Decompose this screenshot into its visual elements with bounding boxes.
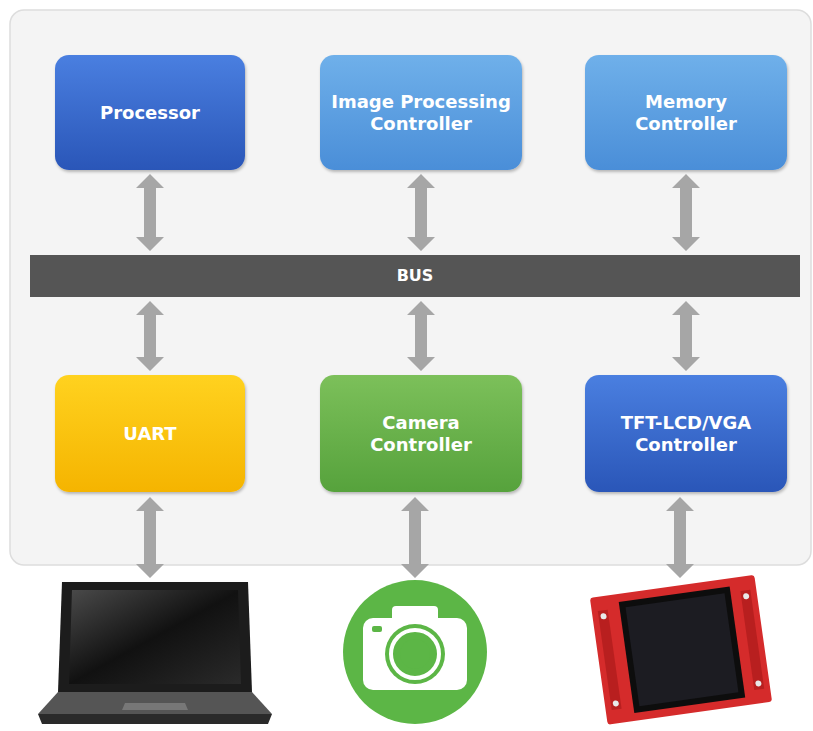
bus-connector — [672, 174, 700, 251]
box-label: Image Processing Controller — [320, 91, 522, 134]
bus-label: BUS — [387, 266, 444, 285]
controller-box: TFT-LCD/VGA Controller — [585, 375, 787, 492]
bus-connector — [672, 301, 700, 371]
device-arrow — [666, 497, 694, 578]
box-label: Processor — [90, 102, 210, 124]
box-label: Memory Controller — [585, 91, 787, 134]
camera-icon — [343, 580, 487, 724]
controller-box: Memory Controller — [585, 55, 787, 170]
box-label: UART — [113, 423, 186, 445]
lcd-module — [590, 575, 772, 725]
system-panel — [10, 10, 811, 565]
bus-connector — [136, 301, 164, 371]
controller-box: Image Processing Controller — [320, 55, 522, 170]
uart-box: UART — [55, 375, 245, 492]
box-label: TFT-LCD/VGA Controller — [585, 412, 787, 455]
bus-connector — [407, 174, 435, 251]
box-label: Camera Controller — [320, 412, 522, 455]
device-arrow — [401, 497, 429, 578]
processor-box: Processor — [55, 55, 245, 170]
controller-box: Camera Controller — [320, 375, 522, 492]
bus-connector — [407, 301, 435, 371]
bus-connector — [136, 174, 164, 251]
device-arrow — [136, 497, 164, 578]
laptop-icon — [38, 582, 272, 724]
bus-bar: BUS — [30, 255, 800, 297]
